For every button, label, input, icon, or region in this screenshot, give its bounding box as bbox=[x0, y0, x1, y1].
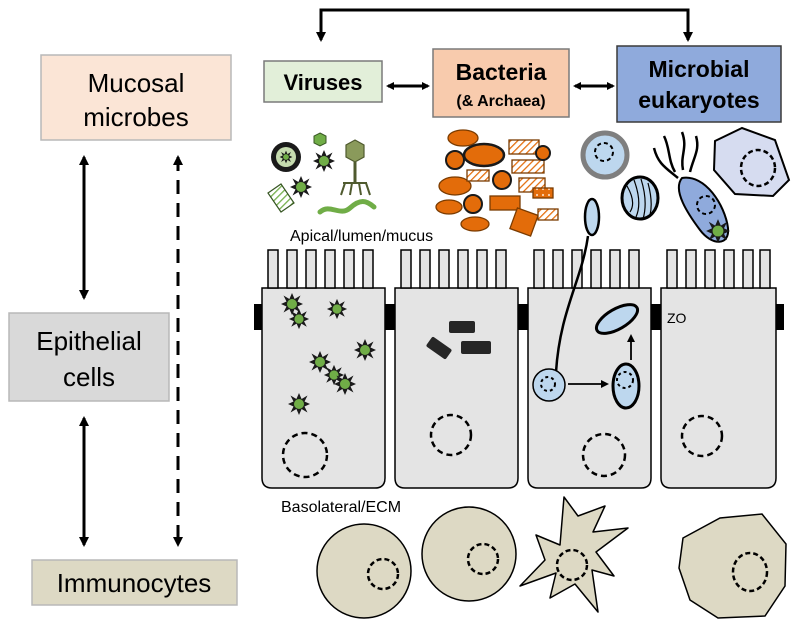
basolateral-label: Basolateral/ECM bbox=[281, 499, 401, 516]
mucosal-microbes-label-1: Mucosal bbox=[88, 68, 185, 98]
epithelial-cell bbox=[660, 249, 777, 489]
eukaryote-cluster-illustration bbox=[580, 126, 791, 243]
epithelial-layer: ZO bbox=[254, 235, 784, 489]
eukaryotes-box: Microbial eukaryotes bbox=[616, 45, 782, 123]
viruses-label: Viruses bbox=[283, 70, 362, 95]
zo-label: ZO bbox=[667, 310, 687, 326]
immune-cell-macrophage bbox=[678, 513, 787, 619]
tight-junctions bbox=[254, 304, 784, 330]
immune-cells bbox=[316, 496, 787, 619]
epithelial-cells-label-2: cells bbox=[63, 362, 115, 392]
bacteria-box: Bacteria (& Archaea) bbox=[432, 48, 570, 118]
epithelial-cells-box: Epithelial cells bbox=[8, 312, 170, 402]
eukaryotes-label-1: Microbial bbox=[649, 56, 750, 82]
arrow-viruses-eukaryotes bbox=[316, 8, 693, 42]
virus-cluster-illustration bbox=[267, 132, 377, 215]
eukaryotes-label-2: eukaryotes bbox=[638, 87, 759, 113]
mucosal-microbes-box: Mucosal microbes bbox=[40, 54, 232, 141]
immunocytes-box: Immunocytes bbox=[31, 559, 238, 606]
epithelial-cell bbox=[394, 249, 519, 489]
mucosal-microbes-label-2: microbes bbox=[83, 102, 188, 132]
immunocytes-label: Immunocytes bbox=[57, 568, 212, 598]
intracellular-bacteria bbox=[426, 321, 491, 360]
immune-cell-round bbox=[421, 506, 517, 602]
intracellular-eukaryote bbox=[532, 235, 641, 410]
immune-cell-dendritic bbox=[519, 496, 629, 613]
epithelial-cell bbox=[527, 249, 652, 489]
bacteria-cluster-illustration bbox=[435, 129, 559, 237]
bacteria-label: Bacteria bbox=[456, 59, 547, 85]
immune-cell-round bbox=[316, 523, 412, 619]
epithelial-cells-label-1: Epithelial bbox=[36, 326, 142, 356]
apical-label: Apical/lumen/mucus bbox=[290, 228, 433, 245]
epithelial-cell bbox=[261, 249, 386, 489]
viruses-box: Viruses bbox=[263, 60, 383, 103]
bacteria-sub-label: (& Archaea) bbox=[456, 93, 545, 110]
